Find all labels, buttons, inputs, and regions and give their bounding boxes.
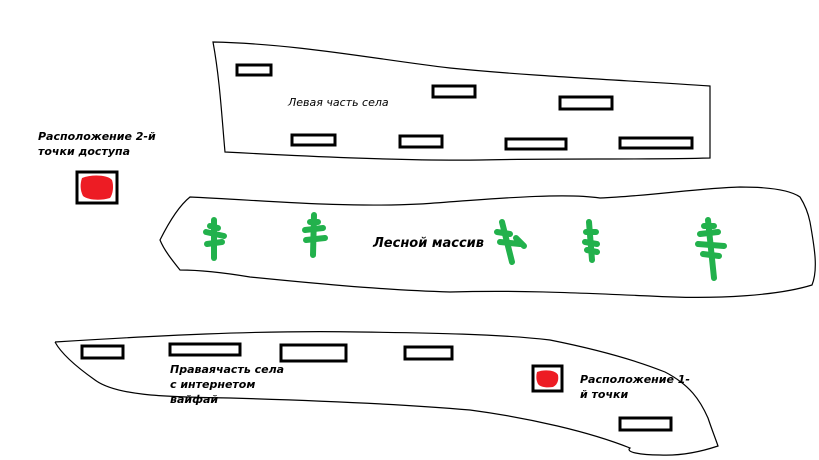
house-icon <box>398 134 444 149</box>
tree-icon <box>582 219 600 263</box>
house-icon <box>504 137 568 151</box>
right-village-houses <box>80 342 673 432</box>
tree-icon <box>695 217 727 281</box>
house-icon <box>618 416 673 432</box>
house-icon <box>290 133 337 147</box>
house-icon <box>235 63 273 77</box>
forest-region <box>159 186 816 298</box>
house-icon <box>279 343 348 363</box>
tree-icon <box>302 212 328 258</box>
access-point-1-label: Расположение 1-й точки <box>580 373 690 401</box>
left-village-region <box>212 41 711 161</box>
left-village-label: Левая часть села <box>288 96 389 109</box>
house-icon <box>168 342 242 357</box>
left-village-houses <box>235 63 694 151</box>
house-icon <box>403 345 454 361</box>
house-icon <box>80 344 125 360</box>
access-point-2-label: Расположение 2-й точки доступа <box>38 130 156 158</box>
tree-icon <box>203 217 227 261</box>
forest-label: Лесной массив <box>373 236 485 251</box>
tree-icon <box>494 219 527 265</box>
forest-trees <box>203 212 727 281</box>
house-icon <box>558 95 614 111</box>
right-village-label: Праваячасть села с интернетом вайфай <box>170 363 285 406</box>
access-point-2-icon <box>75 170 119 205</box>
house-icon <box>618 136 694 150</box>
house-icon <box>431 84 477 99</box>
access-point-1-icon <box>531 364 564 393</box>
right-village-region <box>54 331 719 456</box>
